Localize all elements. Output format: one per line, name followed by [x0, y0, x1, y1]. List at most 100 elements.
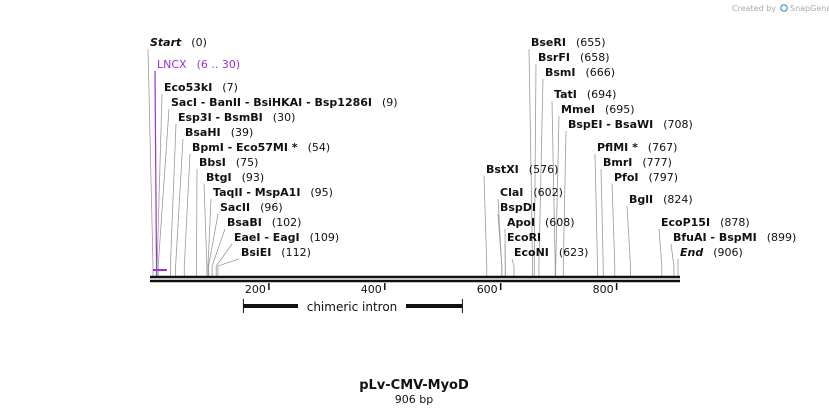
site-name-bfuai: BfuAI - BspMI: [673, 231, 757, 244]
site-pos-btgi: (93): [242, 171, 265, 184]
site-lncx: LNCX(6 .. 30): [157, 58, 240, 71]
connector-bsabi: [211, 228, 226, 276]
connector-bspei: [562, 130, 567, 276]
site-bsmi: BsmI(666): [545, 66, 615, 79]
site-pos-econi: (623): [559, 246, 589, 259]
connector-esp3i: [170, 123, 177, 276]
site-name-eaei: EaeI - EagI: [234, 231, 300, 244]
plasmid-name: pLv-CMV-MyoD: [359, 378, 469, 393]
site-eco53ki: Eco53kI (7): [164, 81, 238, 94]
connector-start: [147, 48, 154, 276]
connector-bgli: [626, 205, 631, 276]
site-btgi: BtgI (93): [206, 171, 264, 184]
site-name-bsiei: BsiEI: [241, 246, 271, 259]
site-econi: EcoNI(623): [514, 246, 588, 259]
plasmid-size: 906 bp: [395, 393, 433, 406]
site-pos-bgli: (824): [663, 193, 693, 206]
site-bbsi: BbsI(75): [199, 156, 258, 169]
credit-text: Created by: [732, 4, 776, 13]
connector-bspdi: [497, 213, 503, 276]
tick-label-800: 800: [593, 283, 614, 296]
site-name-bsahi: BsaHI: [185, 126, 221, 139]
site-name-saci: SacI - BanII - BsiHKAI - Bsp1286I: [171, 96, 372, 109]
site-pos-bsmi: (666): [586, 66, 616, 79]
site-pos-bsrfi: (658): [580, 51, 610, 64]
snapgene-credit: Created by SnapGene: [732, 4, 829, 13]
site-pos-mmei: (695): [605, 103, 635, 116]
site-pos-sacii: (96): [260, 201, 283, 214]
site-bseri: BseRI(655): [531, 36, 606, 49]
site-bspei: BspEI - BsaWI(708): [568, 118, 693, 131]
connector-mmei: [555, 115, 560, 276]
site-pos-esp3i: (30): [273, 111, 296, 124]
site-pos-start: (0): [191, 36, 207, 49]
site-pos-bsahi: (39): [231, 126, 254, 139]
site-bsabi: BsaBI (102): [227, 216, 301, 229]
site-name-bsabi: BsaBI: [227, 216, 262, 229]
feature-label: chimeric intron: [307, 300, 398, 314]
connector-bsahi: [175, 138, 184, 276]
connector-econi: [511, 258, 515, 276]
site-bstxi: BstXI(576): [486, 163, 558, 176]
site-name-pfoi: PfoI: [614, 171, 639, 184]
site-pfoi: PfoI(797): [614, 171, 678, 184]
site-name-clai: ClaI: [500, 186, 523, 199]
site-name-ecop15i: EcoP15I: [661, 216, 710, 229]
site-pos-saci: (9): [382, 96, 398, 109]
site-pos-bfuai: (899): [767, 231, 797, 244]
connector-btgi: [203, 183, 208, 276]
connector-bbsi: [196, 168, 198, 276]
ruler-ticks: 200 400 600 800: [245, 283, 618, 296]
connector-eco53ki: [156, 93, 163, 276]
site-name-tati: TatI: [554, 88, 577, 101]
site-bsahi: BsaHI (39): [185, 126, 253, 139]
site-pos-bsiei: (112): [281, 246, 311, 259]
site-name-end: End: [680, 246, 703, 259]
connector-bsrfi: [533, 63, 537, 276]
site-bsiei: BsiEI (112): [241, 246, 311, 259]
site-ecop15i: EcoP15I (878): [661, 216, 750, 229]
site-pos-clai: (602): [533, 186, 563, 199]
tick-label-400: 400: [361, 283, 382, 296]
site-pos-bspei: (708): [663, 118, 693, 131]
connector-pfoi: [611, 183, 616, 276]
site-name-esp3i: Esp3I - BsmBI: [178, 111, 263, 124]
connector-taqii: [207, 198, 212, 276]
site-saci: SacI - BanII - BsiHKAI - Bsp1286I (9): [171, 96, 398, 109]
connector-tati: [551, 100, 556, 276]
site-pflmi: PflMI *(767): [597, 141, 677, 154]
tick-label-200: 200: [245, 283, 266, 296]
site-pos-taqii: (95): [310, 186, 333, 199]
site-clai: ClaI (602): [500, 186, 563, 199]
site-pos-eco53ki: (7): [222, 81, 238, 94]
site-sacii: SacII (96): [220, 201, 283, 214]
connector-saci: [157, 108, 170, 276]
site-name-bsrfi: BsrFI: [538, 51, 570, 64]
site-name-bbsi: BbsI: [199, 156, 226, 169]
site-name-bseri: BseRI: [531, 36, 566, 49]
site-name-mmei: MmeI: [561, 103, 595, 116]
site-eaei: EaeI - EagI(109): [234, 231, 339, 244]
dna-backbone: [150, 269, 680, 283]
site-bsrfi: BsrFI (658): [538, 51, 610, 64]
site-name-bstxi: BstXI: [486, 163, 519, 176]
credit-brand: SnapGene: [790, 4, 829, 13]
site-pos-ecop15i: (878): [720, 216, 750, 229]
connector-bpmi: [183, 153, 191, 276]
tick-label-600: 600: [477, 283, 498, 296]
connector-bmri: [600, 168, 604, 276]
site-pos-pflmi: (767): [648, 141, 678, 154]
site-name-apoi: ApoI: [507, 216, 535, 229]
site-name-lncx: LNCX: [157, 58, 187, 71]
connector-bseri: [528, 48, 533, 276]
site-name-taqii: TaqII - MspA1I: [213, 186, 300, 199]
site-esp3i: Esp3I - BsmBI (30): [178, 111, 295, 124]
site-pos-bsabi: (102): [272, 216, 302, 229]
site-pos-bmri: (777): [642, 156, 672, 169]
site-mmei: MmeI (695): [561, 103, 635, 116]
site-name-btgi: BtgI: [206, 171, 232, 184]
site-taqii: TaqII - MspA1I (95): [213, 186, 333, 199]
site-pos-apoi: (608): [545, 216, 575, 229]
site-name-sacii: SacII: [220, 201, 250, 214]
site-name-eco53ki: Eco53kI: [164, 81, 212, 94]
